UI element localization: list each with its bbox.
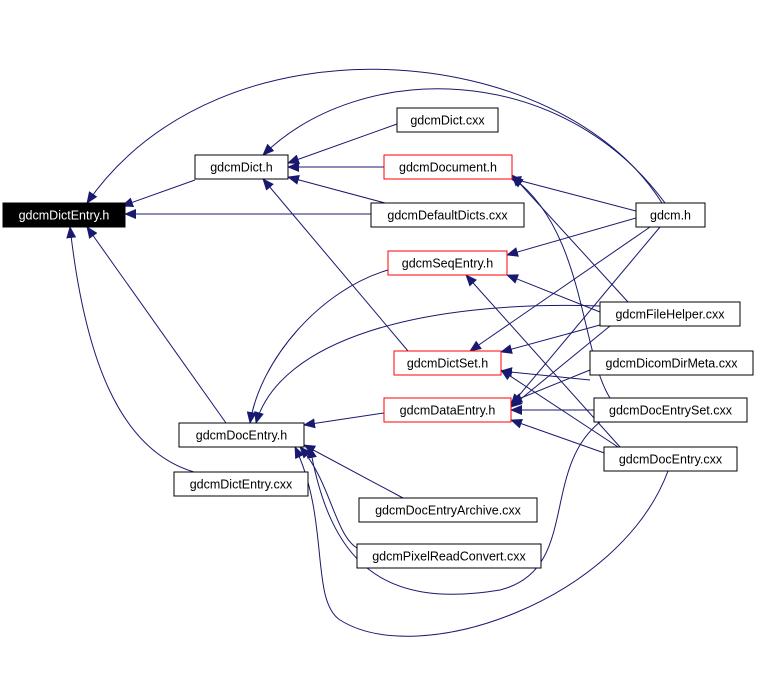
node-box bbox=[383, 154, 513, 180]
node-dict_h[interactable]: gdcmDict.h bbox=[194, 154, 289, 180]
node-box bbox=[589, 350, 754, 376]
node-box bbox=[603, 446, 738, 472]
edge-dict_cxx-to-dict_h bbox=[287, 123, 398, 165]
edge-filehelper_cxx-to-dictset_h bbox=[500, 324, 601, 354]
node-defaultdicts_cxx[interactable]: gdcmDefaultDicts.cxx bbox=[370, 202, 525, 228]
edge-docentryarchive_cxx-to-docentry_h bbox=[303, 444, 404, 499]
node-box bbox=[178, 422, 305, 448]
node-dict_cxx[interactable]: gdcmDict.cxx bbox=[396, 107, 499, 133]
edge-seqentry_h-to-docentry_h bbox=[246, 269, 389, 424]
node-label: gdcmPixelReadConvert.cxx bbox=[372, 550, 526, 564]
edge-gdcm_h-to-dict_h bbox=[262, 88, 666, 204]
node-box bbox=[370, 202, 525, 228]
edge-docentry_cxx-to-dataentry_h bbox=[510, 418, 611, 456]
node-pixelreadconvert_cxx[interactable]: gdcmPixelReadConvert.cxx bbox=[356, 543, 542, 569]
edge-filehelper_cxx-to-dataentry_h bbox=[510, 325, 611, 408]
edges-layer bbox=[66, 68, 669, 637]
node-box bbox=[173, 471, 309, 497]
edge-docentry_h-to-dictentry_h bbox=[86, 226, 227, 424]
edge-docentry_cxx-to-docentry_h bbox=[294, 446, 669, 637]
node-label: gdcmDataEntry.h bbox=[400, 404, 496, 418]
node-label: gdcmSeqEntry.h bbox=[402, 257, 494, 271]
edge-dictset_h-to-dict_h bbox=[262, 178, 409, 352]
node-box bbox=[393, 350, 502, 376]
node-box bbox=[2, 202, 126, 228]
node-box bbox=[358, 497, 538, 523]
edge-gdcm_h-to-document_h bbox=[509, 175, 637, 212]
node-box bbox=[383, 397, 512, 423]
node-docentryset_cxx[interactable]: gdcmDocEntrySet.cxx bbox=[593, 397, 748, 423]
edge-dataentry_h-to-docentry_h bbox=[303, 412, 385, 429]
edge-docentryset_cxx-to-document_h bbox=[511, 176, 611, 399]
edge-gdcm_h-to-dataentry_h bbox=[510, 226, 661, 406]
edge-gdcm_h-to-dictentry_h bbox=[86, 68, 663, 204]
edge-dicomdirmeta_cxx-to-dictset_h bbox=[500, 367, 591, 381]
node-dictentry_h[interactable]: gdcmDictEntry.h bbox=[2, 202, 126, 228]
edge-filehelper_cxx-to-docentry_h bbox=[254, 304, 601, 424]
node-docentry_cxx[interactable]: gdcmDocEntry.cxx bbox=[603, 446, 738, 472]
node-label: gdcmDocEntry.h bbox=[196, 429, 288, 443]
edge-dicomdirmeta_cxx-to-dataentry_h bbox=[510, 369, 591, 403]
edge-gdcm_h-to-dictset_h bbox=[469, 226, 651, 352]
node-label: gdcmDocEntry.cxx bbox=[619, 453, 723, 467]
node-box bbox=[593, 397, 748, 423]
node-dictset_h[interactable]: gdcmDictSet.h bbox=[393, 350, 502, 376]
node-label: gdcmDict.cxx bbox=[410, 114, 485, 128]
edge-docentryset_cxx-to-docentry_h bbox=[306, 421, 601, 595]
edge-docentry_cxx-to-dictset_h bbox=[500, 369, 619, 448]
nodes-layer: gdcmDictEntry.h gdcmDict.h gdcmDict.cxx gdc… bbox=[2, 107, 754, 569]
node-document_h[interactable]: gdcmDocument.h bbox=[383, 154, 513, 180]
edge-dictentry_cxx-to-dictentry_h bbox=[66, 226, 195, 473]
node-filehelper_cxx[interactable]: gdcmFileHelper.cxx bbox=[599, 301, 741, 327]
node-label: gdcmDefaultDicts.cxx bbox=[387, 209, 508, 223]
node-box bbox=[396, 107, 499, 133]
node-seqentry_h[interactable]: gdcmSeqEntry.h bbox=[387, 250, 508, 276]
node-box bbox=[635, 202, 706, 228]
node-gdcm_h[interactable]: gdcm.h bbox=[635, 202, 706, 228]
node-box bbox=[599, 301, 741, 327]
edge-filehelper_cxx-to-document_h bbox=[511, 174, 629, 303]
node-dataentry_h[interactable]: gdcmDataEntry.h bbox=[383, 397, 512, 423]
node-label: gdcmDictEntry.h bbox=[19, 209, 110, 223]
edge-gdcm_h-to-seqentry_h bbox=[506, 217, 637, 257]
edge-defaultdicts_cxx-to-dict_h bbox=[287, 175, 386, 204]
node-docentry_h[interactable]: gdcmDocEntry.h bbox=[178, 422, 305, 448]
edge-pixelreadconvert_cxx-to-docentry_h bbox=[299, 446, 358, 549]
node-box bbox=[387, 250, 508, 276]
node-box bbox=[356, 543, 542, 569]
node-box bbox=[194, 154, 289, 180]
node-label: gdcmDocEntryArchive.cxx bbox=[375, 504, 522, 518]
node-docentryarchive_cxx[interactable]: gdcmDocEntryArchive.cxx bbox=[358, 497, 538, 523]
node-label: gdcmDocument.h bbox=[399, 161, 497, 175]
node-label: gdcmDictSet.h bbox=[407, 357, 488, 371]
node-label: gdcmDict.h bbox=[210, 161, 273, 175]
node-label: gdcm.h bbox=[650, 209, 691, 223]
node-label: gdcmDictEntry.cxx bbox=[190, 478, 293, 492]
edge-dict_h-to-dictentry_h bbox=[121, 179, 196, 208]
node-dictentry_cxx[interactable]: gdcmDictEntry.cxx bbox=[173, 471, 309, 497]
node-label: gdcmDocEntrySet.cxx bbox=[609, 404, 733, 418]
node-label: gdcmDicomDirMeta.cxx bbox=[606, 357, 739, 371]
node-dicomdirmeta_cxx[interactable]: gdcmDicomDirMeta.cxx bbox=[589, 350, 754, 376]
node-label: gdcmFileHelper.cxx bbox=[615, 308, 725, 322]
